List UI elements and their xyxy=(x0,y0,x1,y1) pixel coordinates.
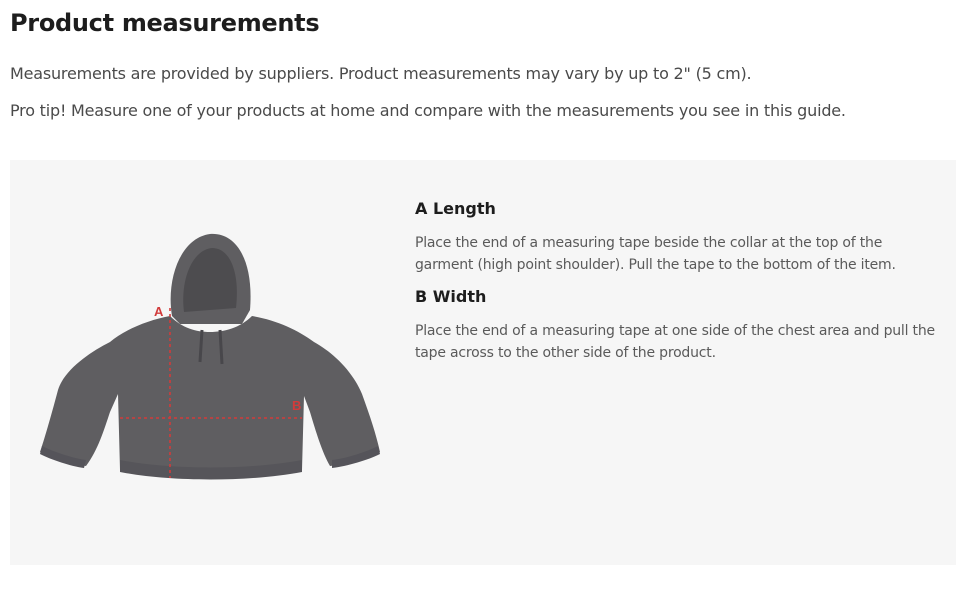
measurement-guide-panel: A B A Length Place the end of a measurin… xyxy=(10,160,956,565)
measurement-instructions: A Length Place the end of a measuring ta… xyxy=(415,198,935,374)
length-heading: A Length xyxy=(415,199,496,218)
length-marker: A xyxy=(154,304,164,319)
hoodie-body xyxy=(40,316,380,479)
pro-tip-note: Pro tip! Measure one of your products at… xyxy=(10,101,846,120)
length-description: Place the end of a measuring tape beside… xyxy=(415,235,896,273)
width-marker: B xyxy=(292,398,301,413)
hoodie-illustration: A B xyxy=(40,233,380,480)
width-description: Place the end of a measuring tape at one… xyxy=(415,323,935,361)
width-heading: B Width xyxy=(415,287,487,306)
page-title: Product measurements xyxy=(10,9,320,37)
suppliers-note: Measurements are provided by suppliers. … xyxy=(10,64,752,83)
